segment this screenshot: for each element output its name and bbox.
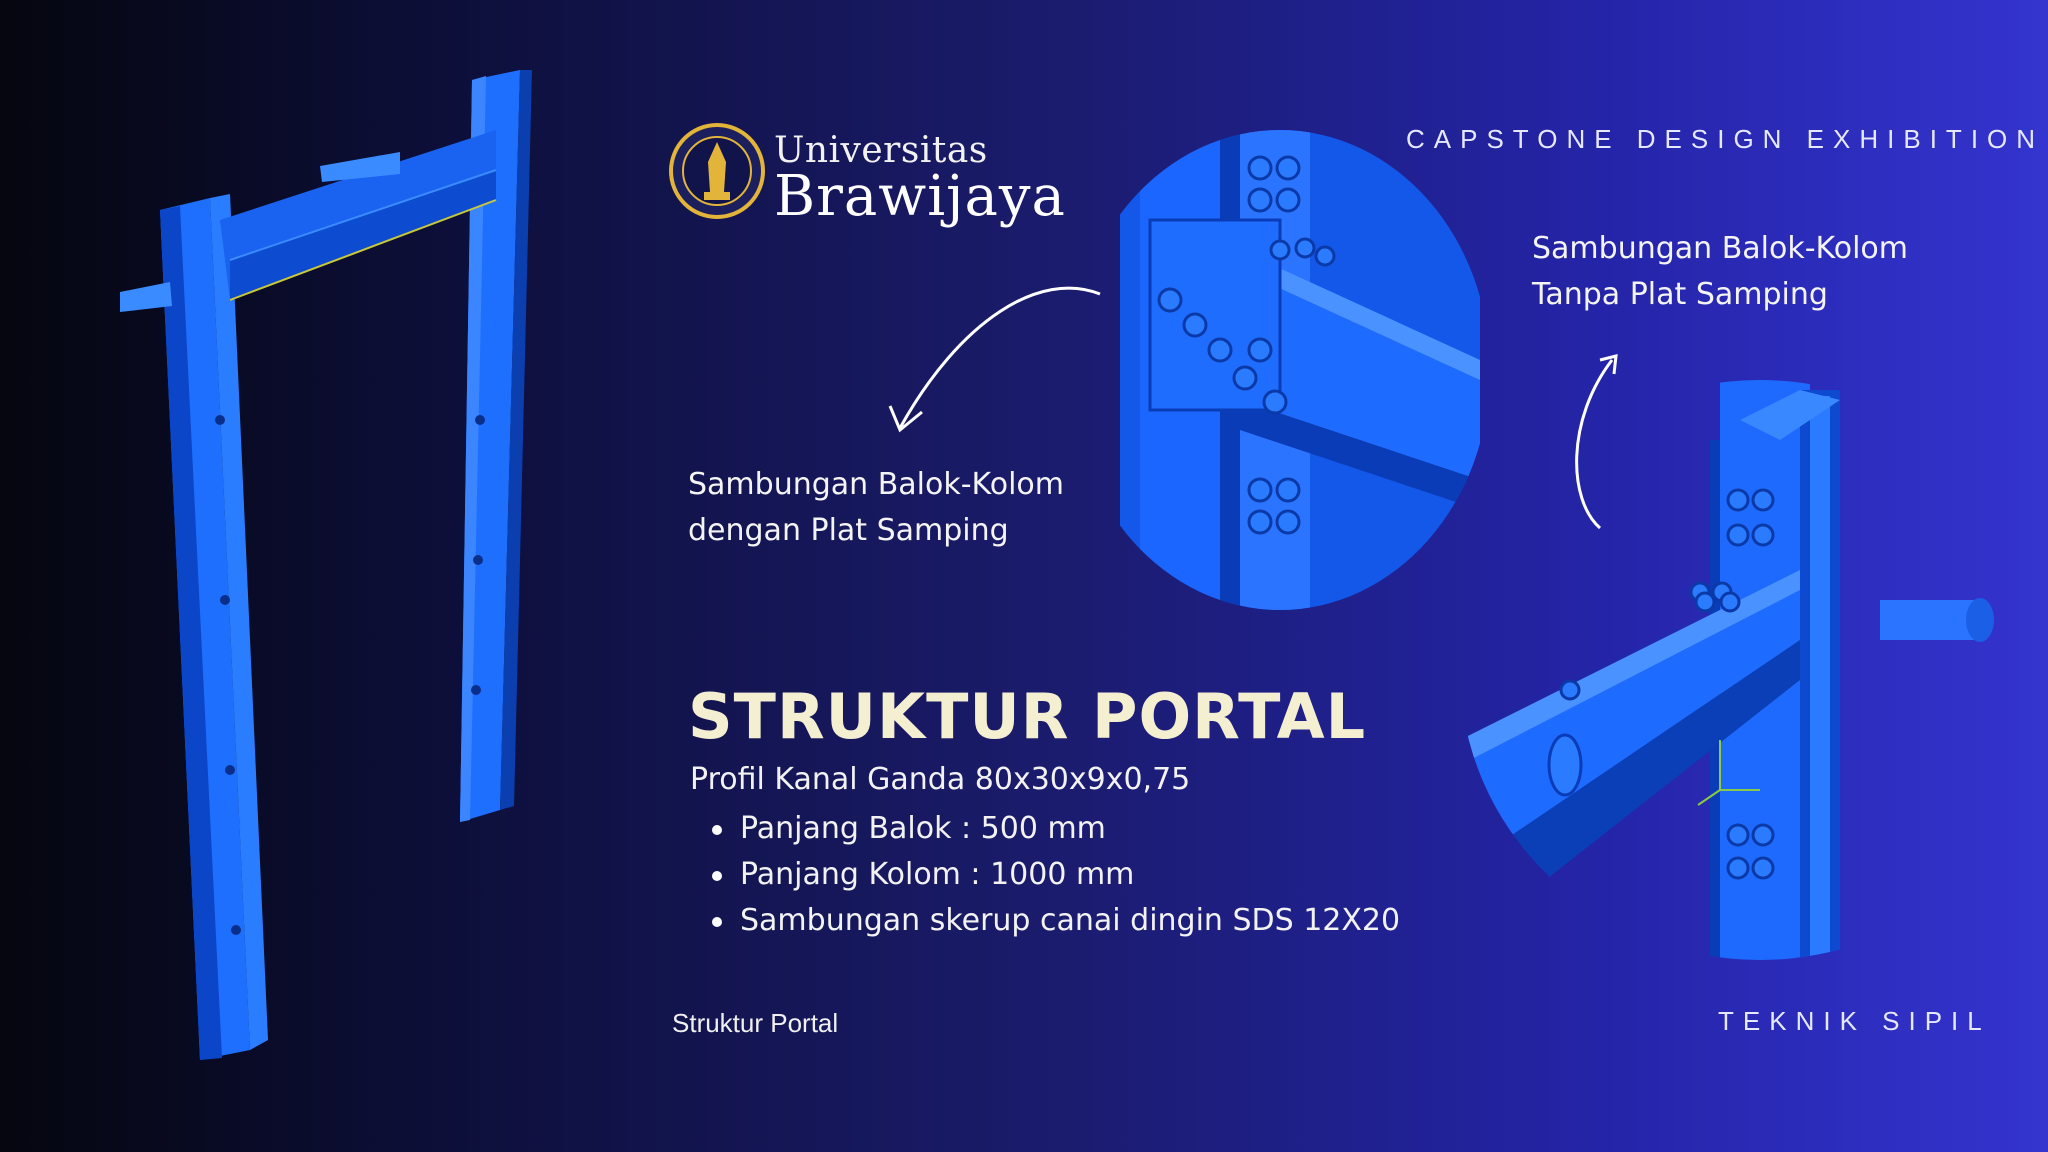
university-seal-icon [669, 123, 765, 219]
footer-label: Struktur Portal [672, 1008, 839, 1038]
caption-line: dengan Plat Samping [688, 513, 1009, 548]
list-item: Panjang Kolom : 1000 mm [712, 852, 1400, 898]
list-item: Sambungan skerup canai dingin SDS 12X20 [712, 898, 1400, 944]
page-title: STRUKTUR PORTAL [688, 680, 1367, 753]
university-logo: Universitas Brawijaya [668, 122, 1065, 232]
logo-line1: Universitas [774, 130, 988, 171]
department-label: TEKNIK SIPIL [1718, 1006, 1991, 1036]
caption-without-side-plate: Sambungan Balok-Kolom Tanpa Plat Samping [1532, 226, 1908, 318]
portal-frame-model [100, 70, 560, 1080]
caption-with-side-plate: Sambungan Balok-Kolom dengan Plat Sampin… [688, 462, 1064, 554]
exhibition-title: CAPSTONE DESIGN EXHIBITION [1406, 124, 2045, 154]
spec-list: Panjang Balok : 500 mm Panjang Kolom : 1… [712, 806, 1400, 944]
caption-line: Sambungan Balok-Kolom [688, 467, 1064, 502]
joint-with-side-plate-image [1120, 120, 1480, 620]
profile-description: Profil Kanal Ganda 80x30x9x0,75 [690, 762, 1191, 797]
curved-arrow-icon [1560, 350, 1640, 540]
caption-line: Tanpa Plat Samping [1532, 277, 1828, 312]
curved-arrow-icon [870, 280, 1110, 440]
caption-line: Sambungan Balok-Kolom [1532, 231, 1908, 266]
list-item: Panjang Balok : 500 mm [712, 806, 1400, 852]
joint-without-side-plate-image [1460, 380, 2000, 960]
logo-line2: Brawijaya [774, 164, 1066, 229]
